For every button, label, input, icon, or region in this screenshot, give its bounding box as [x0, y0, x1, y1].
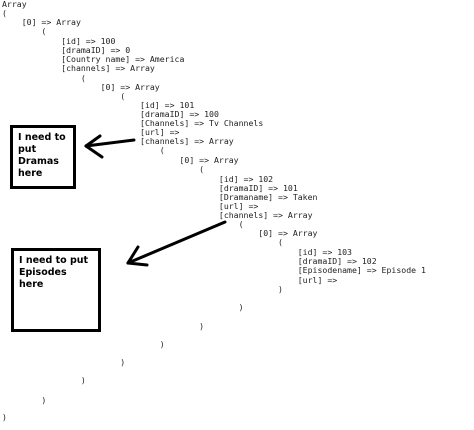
code-line: [channels] => Array: [2, 136, 234, 146]
code-line: (: [2, 219, 244, 229]
code-line: ): [2, 321, 205, 331]
code-line: (: [2, 8, 7, 18]
code-line: (: [2, 73, 86, 83]
code-line: [Episodename] => Episode 1: [2, 265, 426, 275]
code-line: [Dramaname] => Taken: [2, 192, 318, 202]
code-line: [0] => Array: [2, 155, 239, 165]
episodes-annotation-text: I need to put Episodes here: [19, 255, 89, 290]
code-line: [id] => 100: [2, 36, 116, 46]
dramas-annotation-text: I need to put Dramas here: [18, 132, 66, 179]
episodes-annotation-box: I need to put Episodes here: [11, 248, 101, 332]
code-line: ): [2, 412, 7, 422]
code-line: [Channels] => Tv Channels: [2, 118, 264, 128]
code-line: [0] => Array: [2, 17, 81, 27]
code-line: [url] =>: [2, 201, 259, 211]
code-line: [channels] => Array: [2, 210, 313, 220]
code-line: ): [2, 339, 165, 349]
code-line: (: [2, 26, 47, 36]
code-line: (: [2, 164, 205, 174]
code-line: [Country name] => America: [2, 54, 185, 64]
code-line: [id] => 102: [2, 174, 274, 184]
code-line: ): [2, 395, 47, 405]
code-line: ): [2, 302, 244, 312]
code-line: [id] => 101: [2, 100, 195, 110]
code-line: [id] => 103: [2, 247, 352, 257]
code-line: ): [2, 357, 126, 367]
code-line: (: [2, 145, 165, 155]
code-line: Array: [2, 0, 27, 9]
code-line: [url] =>: [2, 275, 338, 285]
code-line: ): [2, 284, 283, 294]
code-line: [url] =>: [2, 127, 180, 137]
code-line: ): [2, 375, 86, 385]
code-line: [0] => Array: [2, 228, 318, 238]
code-line: (: [2, 237, 283, 247]
code-line: [0] => Array: [2, 82, 160, 92]
dramas-annotation-box: I need to put Dramas here: [10, 125, 76, 189]
code-line: [dramaID] => 101: [2, 183, 298, 193]
code-line: (: [2, 91, 126, 101]
code-line: [dramaID] => 102: [2, 256, 377, 266]
code-line: [dramaID] => 100: [2, 109, 219, 119]
code-line: [dramaID] => 0: [2, 45, 131, 55]
code-line: [channels] => Array: [2, 63, 155, 73]
